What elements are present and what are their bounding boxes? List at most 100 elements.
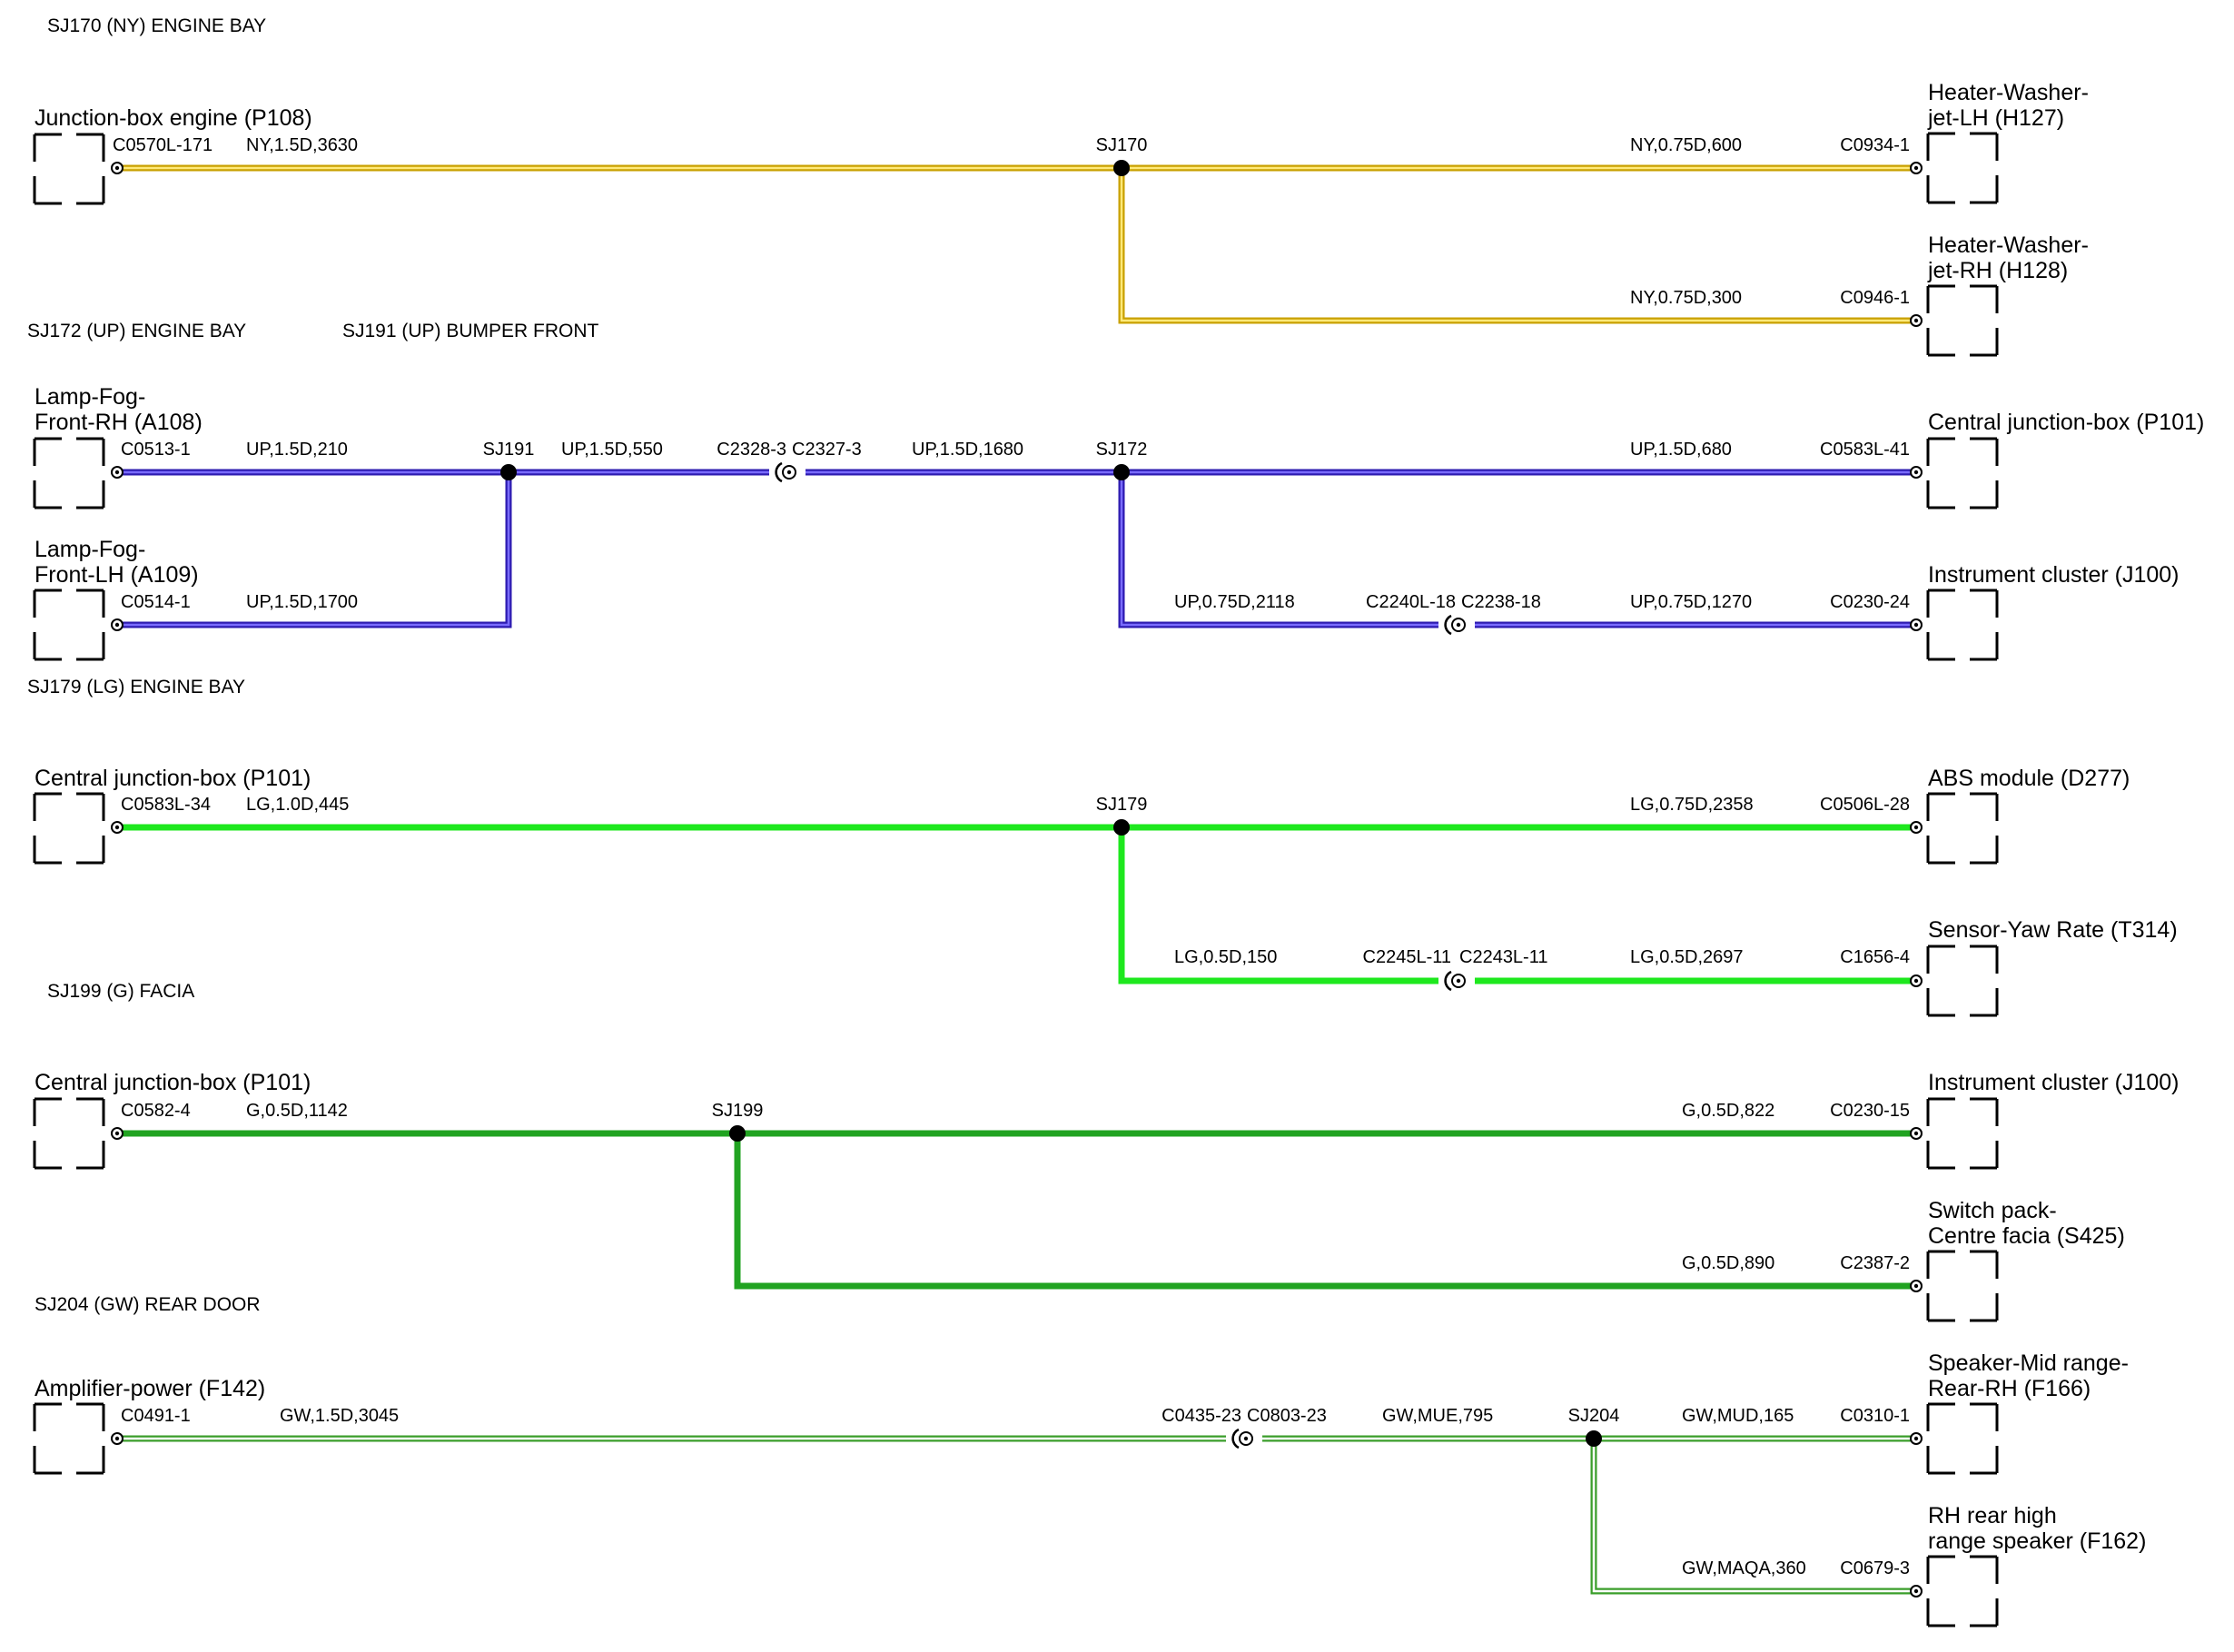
pin-c0583l-34 <box>111 821 124 834</box>
wire-label-g-0-5d-890: G,0.5D,890 <box>1682 1253 1774 1273</box>
connector-name-a109-line-2: Front-LH (A109) <box>35 562 199 588</box>
splice-sj199 <box>729 1125 746 1142</box>
pin-label-c0513-1: C0513-1 <box>121 440 191 460</box>
connector-name-d277: ABS module (D277) <box>1928 766 2130 791</box>
inline-label-c2327-3: C2327-3 <box>792 440 862 460</box>
connector-name-h127-line-2: jet-LH (H127) <box>1927 105 2064 131</box>
connector-name-h127-line-1: Heater-Washer- <box>1928 80 2089 105</box>
pin-label-c0570l-171: C0570L-171 <box>113 135 213 155</box>
inline-label-c0803-23: C0803-23 <box>1247 1406 1327 1426</box>
connector-name-h128-line-2: jet-RH (H128) <box>1927 258 2068 283</box>
inline-label-c2328-3: C2328-3 <box>717 440 786 460</box>
connector-name-f142: Amplifier-power (F142) <box>35 1376 265 1401</box>
pin-label-c0582-4: C0582-4 <box>121 1101 191 1121</box>
wire-label-up-1-5d-550: UP,1.5D,550 <box>561 440 663 460</box>
connector-s425[interactable] <box>1926 1250 1999 1322</box>
pin-c0491-1 <box>111 1432 124 1445</box>
pin-label-c0514-1: C0514-1 <box>121 592 191 612</box>
connector-a108[interactable] <box>33 437 105 509</box>
pin-c1656-4 <box>1910 974 1923 987</box>
pin-label-c0491-1: C0491-1 <box>121 1406 191 1426</box>
inline-label-c0435-23: C0435-23 <box>1161 1406 1241 1426</box>
group-title-sj204: SJ204 (GW) REAR DOOR <box>35 1294 261 1315</box>
connector-name-f162-line-1: RH rear high <box>1928 1503 2057 1528</box>
pin-label-c2387-2: C2387-2 <box>1840 1253 1910 1273</box>
connector-name-p101-a: Central junction-box (P101) <box>1928 410 2204 435</box>
wire-sj170-branch <box>1118 168 1916 324</box>
group-title-sj179: SJ179 (LG) ENGINE BAY <box>27 677 245 697</box>
pin-c0230-24 <box>1910 618 1923 631</box>
pin-c0514-1 <box>111 618 124 631</box>
connector-f162[interactable] <box>1926 1555 1999 1627</box>
splice-sj179 <box>1113 819 1130 836</box>
inline-connector-c2328-c2327 <box>775 461 796 483</box>
splice-sj191 <box>500 464 517 480</box>
pin-label-c0310-1: C0310-1 <box>1840 1406 1910 1426</box>
pin-c0679-3 <box>1910 1585 1923 1598</box>
wire-label-gw-mud-165: GW,MUD,165 <box>1682 1406 1794 1426</box>
wire-label-ny-0-75d-600: NY,0.75D,600 <box>1630 135 1742 155</box>
connector-f142[interactable] <box>33 1402 105 1475</box>
splice-sj170 <box>1113 160 1130 176</box>
connector-name-s425-line-1: Switch pack- <box>1928 1198 2057 1223</box>
wire-label-up-1-5d-1700: UP,1.5D,1700 <box>246 592 358 612</box>
connector-h128[interactable] <box>1926 284 1999 357</box>
inline-label-c2240l-18: C2240L-18 <box>1366 592 1456 612</box>
connector-name-h128-line-1: Heater-Washer- <box>1928 232 2089 258</box>
pin-c0946-1 <box>1910 314 1923 327</box>
wire-label-ny-0-75d-300: NY,0.75D,300 <box>1630 288 1742 308</box>
wire-up-0-75d-2118 <box>1118 472 1438 628</box>
connector-name-a108-line-1: Lamp-Fog- <box>35 384 145 410</box>
connector-name-f162-line-2: range speaker (F162) <box>1928 1528 2146 1554</box>
pin-label-c0583l-41: C0583L-41 <box>1820 440 1910 460</box>
connector-name-p108: Junction-box engine (P108) <box>35 105 312 131</box>
wire-label-lg-0-75d-2358: LG,0.75D,2358 <box>1630 795 1754 815</box>
pin-label-c0230-15: C0230-15 <box>1830 1101 1910 1121</box>
pin-c0583l-41 <box>1910 466 1923 479</box>
wire-label-g-0-5d-1142: G,0.5D,1142 <box>246 1101 348 1121</box>
connector-name-p101-c: Central junction-box (P101) <box>35 1070 311 1095</box>
connector-name-j100-a: Instrument cluster (J100) <box>1928 562 2180 588</box>
inline-label-c2245l-11: C2245L-11 <box>1363 947 1451 967</box>
connector-p101-b[interactable] <box>33 792 105 865</box>
connector-a109[interactable] <box>33 589 105 661</box>
group-title-sj172: SJ172 (UP) ENGINE BAY <box>27 321 246 341</box>
pin-label-c0230-24: C0230-24 <box>1830 592 1910 612</box>
connector-t314[interactable] <box>1926 945 1999 1017</box>
splice-label-sj172: SJ172 <box>1096 440 1148 460</box>
connector-h127[interactable] <box>1926 132 1999 204</box>
pin-c0582-4 <box>111 1127 124 1140</box>
wire-label-lg-1-0d-445: LG,1.0D,445 <box>246 795 349 815</box>
wire-label-up-1-5d-210: UP,1.5D,210 <box>246 440 348 460</box>
connector-j100-a[interactable] <box>1926 589 1999 661</box>
connector-p101-c[interactable] <box>33 1097 105 1170</box>
connector-name-a109-line-1: Lamp-Fog- <box>35 537 145 562</box>
wire-label-gw-1-5d-3045: GW,1.5D,3045 <box>280 1406 399 1426</box>
connector-p108[interactable] <box>33 133 105 205</box>
wire-label-up-0-75d-2118: UP,0.75D,2118 <box>1174 592 1295 612</box>
pin-c2387-2 <box>1910 1280 1923 1292</box>
pin-label-c0583l-34: C0583L-34 <box>121 795 211 815</box>
wire-g-0-5d-890 <box>734 1133 1916 1290</box>
splice-label-sj199: SJ199 <box>712 1101 764 1121</box>
inline-connector-c2240l-c2238 <box>1444 614 1466 636</box>
pin-c0310-1 <box>1910 1432 1923 1445</box>
pin-label-c0934-1: C0934-1 <box>1840 135 1910 155</box>
pin-c0570l-171 <box>111 162 124 174</box>
connector-d277[interactable] <box>1926 792 1999 865</box>
connector-f166[interactable] <box>1926 1402 1999 1475</box>
inline-label-c2238-18: C2238-18 <box>1461 592 1541 612</box>
connector-p101-a[interactable] <box>1926 437 1999 509</box>
pin-label-c0946-1: C0946-1 <box>1840 288 1910 308</box>
splice-label-sj191: SJ191 <box>483 440 535 460</box>
inline-connector-c0435-c0803 <box>1231 1428 1253 1449</box>
connector-name-a108-line-2: Front-RH (A108) <box>35 410 203 435</box>
pin-label-c1656-4: C1656-4 <box>1840 947 1910 967</box>
connector-name-f166-line-2: Rear-RH (F166) <box>1928 1376 2091 1401</box>
splice-label-sj204: SJ204 <box>1568 1406 1620 1426</box>
group-title-sj199: SJ199 (G) FACIA <box>47 981 194 1002</box>
connector-j100-b[interactable] <box>1926 1097 1999 1170</box>
wire-label-lg-0-5d-150: LG,0.5D,150 <box>1174 947 1277 967</box>
wire-label-ny-1-5d-3630: NY,1.5D,3630 <box>246 135 358 155</box>
